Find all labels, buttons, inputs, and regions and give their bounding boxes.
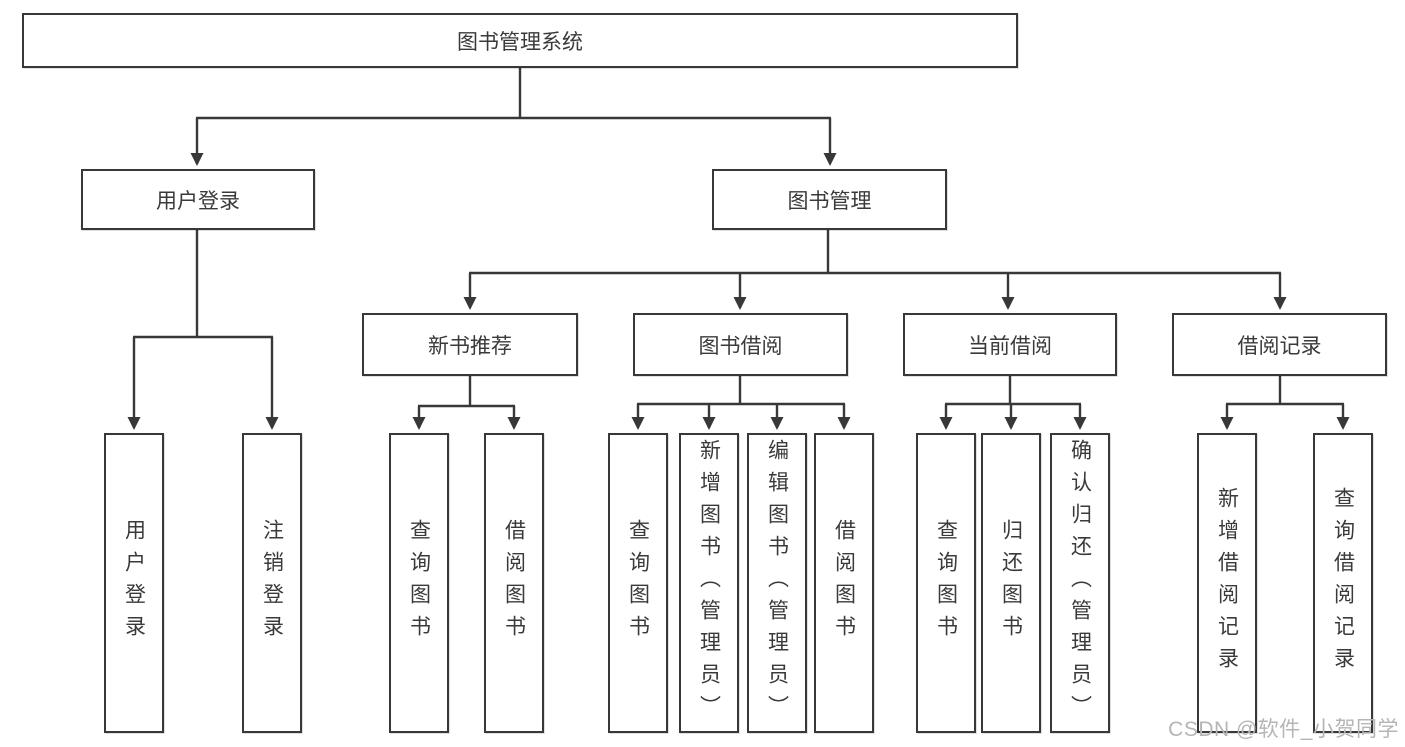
node-label: 借阅图书 — [832, 519, 856, 647]
node-label: 用户登录 — [156, 189, 240, 213]
leaf-borrow-book-under-borrowing: 借阅图书 — [814, 433, 874, 733]
node-label: 借阅记录 — [1237, 334, 1322, 358]
node-borrowing-records: 借阅记录 — [1172, 313, 1387, 376]
leaf-confirm-return-admin: 确认归还（管理员） — [1050, 433, 1110, 733]
node-label: 图书管理 — [787, 189, 872, 213]
leaf-return-book: 归还图书 — [981, 433, 1041, 733]
node-current-borrowing: 当前借阅 — [903, 313, 1117, 376]
leaf-query-book-under-new-book: 查询图书 — [389, 433, 449, 733]
node-label: 查询借阅记录 — [1331, 487, 1355, 679]
leaf-logout: 注销登录 — [242, 433, 302, 733]
node-label: 注销登录 — [260, 519, 284, 647]
node-book-management-branch: 图书管理 — [712, 169, 947, 230]
node-label: 新书推荐 — [428, 334, 512, 358]
node-book-borrowing: 图书借阅 — [633, 313, 848, 376]
leaf-add-borrow-record: 新增借阅记录 — [1197, 433, 1257, 733]
node-label: 编辑图书（管理员） — [765, 439, 789, 727]
node-label: 当前借阅 — [968, 334, 1052, 358]
node-label: 图书借阅 — [698, 334, 783, 358]
node-label: 新增图书（管理员） — [697, 439, 721, 727]
node-label: 借阅图书 — [502, 519, 526, 647]
node-user-login-branch: 用户登录 — [81, 169, 315, 230]
leaf-query-book-under-borrowing: 查询图书 — [608, 433, 668, 733]
node-label: 归还图书 — [999, 519, 1023, 647]
leaf-query-book-under-current: 查询图书 — [916, 433, 976, 733]
csdn-watermark: CSDN @软件_小贺同学 — [1168, 718, 1399, 741]
node-label: 查询图书 — [934, 519, 958, 647]
node-label: 新增借阅记录 — [1215, 487, 1239, 679]
node-library-system: 图书管理系统 — [22, 13, 1018, 68]
node-label: 查询图书 — [626, 519, 650, 647]
leaf-edit-book-admin: 编辑图书（管理员） — [747, 433, 807, 733]
leaf-query-borrow-record: 查询借阅记录 — [1313, 433, 1373, 733]
node-label: 用户登录 — [122, 519, 146, 647]
leaf-user-login: 用户登录 — [104, 433, 164, 733]
leaf-borrow-book-under-new-book: 借阅图书 — [484, 433, 544, 733]
node-new-book-recommend: 新书推荐 — [362, 313, 578, 376]
node-label: 确认归还（管理员） — [1068, 439, 1092, 727]
node-label: 图书管理系统 — [457, 30, 583, 54]
leaf-add-book-admin: 新增图书（管理员） — [679, 433, 739, 733]
node-label: 查询图书 — [407, 519, 431, 647]
